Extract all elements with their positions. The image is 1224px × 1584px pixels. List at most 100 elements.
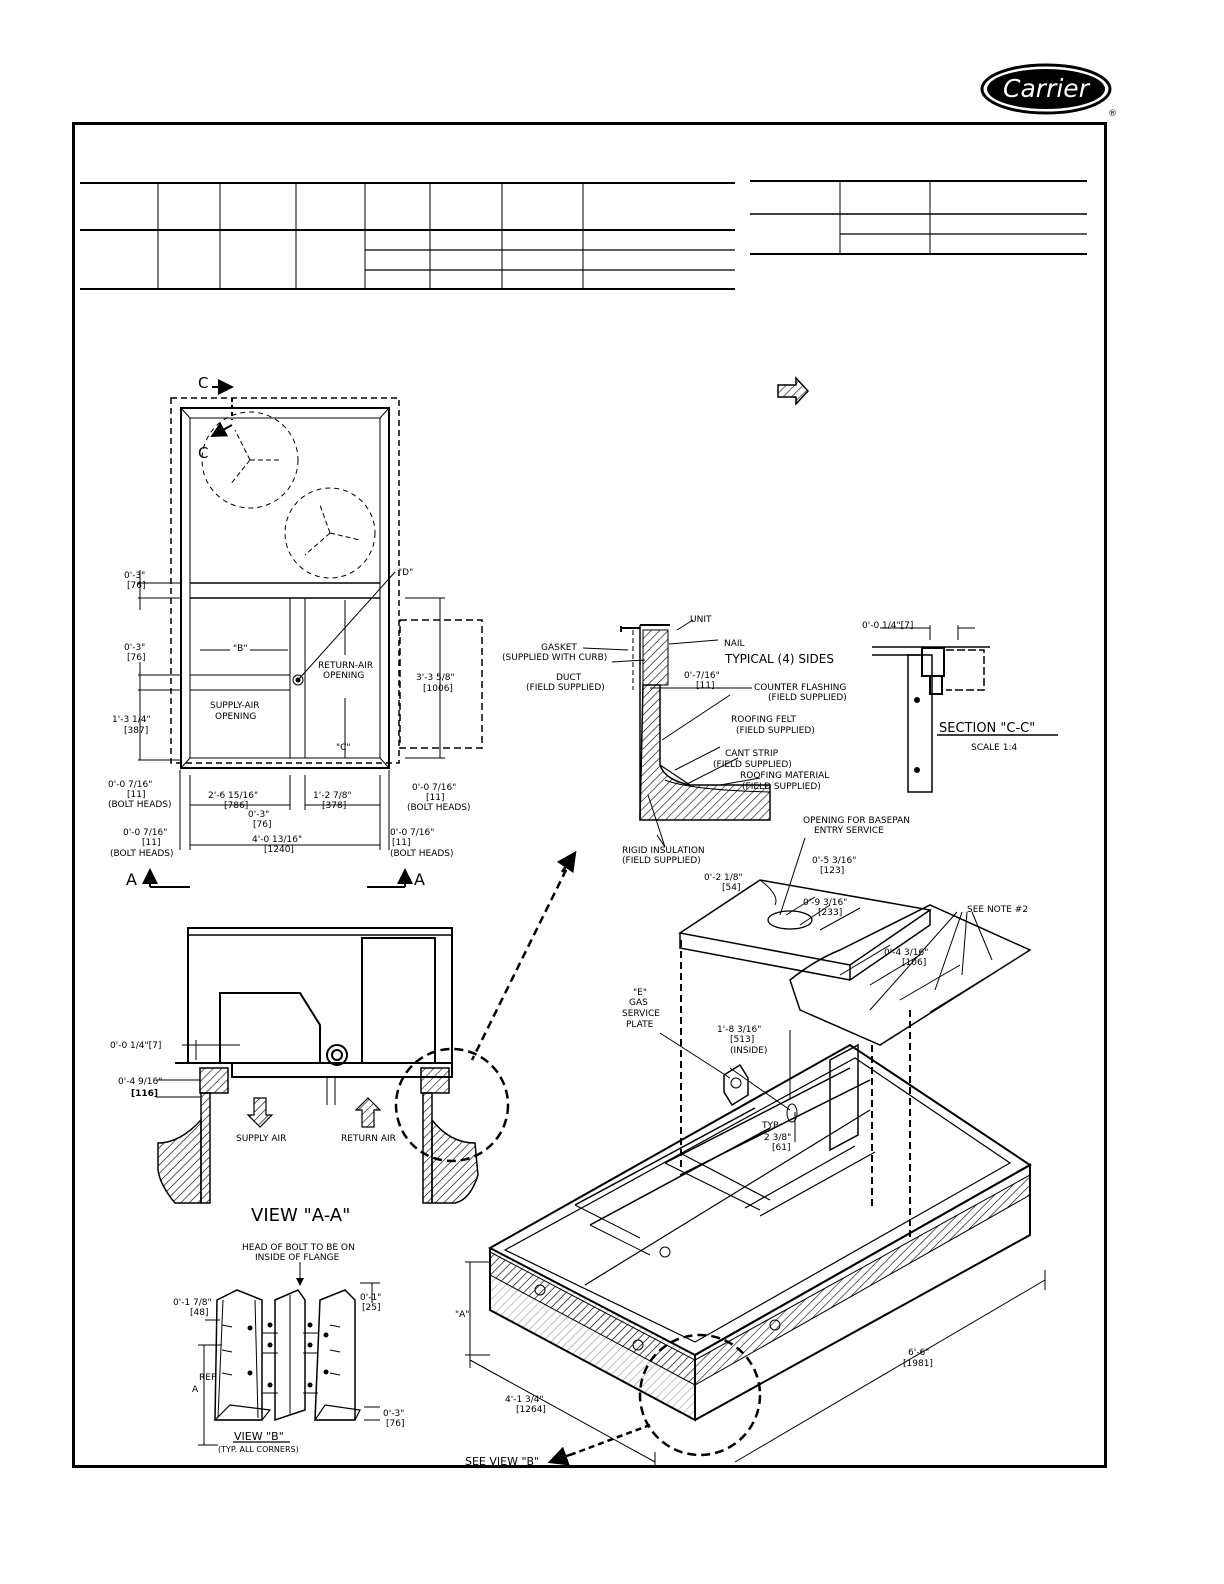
svg-text:(FIELD SUPPLIED): (FIELD SUPPLIED)	[736, 726, 815, 736]
svg-text:[76]: [76]	[253, 820, 271, 830]
svg-text:0'-0 7/16": 0'-0 7/16"	[123, 828, 167, 838]
svg-text:[106]: [106]	[902, 958, 926, 968]
dimension-table	[80, 182, 735, 290]
svg-text:PLATE: PLATE	[626, 1020, 654, 1030]
svg-text:[378]: [378]	[322, 801, 346, 811]
svg-text:SEE NOTE #2: SEE NOTE #2	[967, 905, 1028, 915]
svg-text:0'-3": 0'-3"	[124, 643, 145, 653]
isometric-curb	[465, 837, 1046, 1468]
svg-text:"E": "E"	[633, 988, 647, 998]
svg-text:[513]: [513]	[730, 1035, 754, 1045]
svg-text:0'-7/16": 0'-7/16"	[684, 671, 720, 681]
svg-text:[76]: [76]	[386, 1419, 404, 1429]
svg-text:0'-4 3/16": 0'-4 3/16"	[884, 948, 928, 958]
svg-text:(FIELD SUPPLIED): (FIELD SUPPLIED)	[622, 856, 701, 866]
svg-text:[116]: [116]	[131, 1089, 158, 1099]
svg-text:0'-0 7/16": 0'-0 7/16"	[108, 780, 152, 790]
svg-text:0'-3": 0'-3"	[248, 810, 269, 820]
svg-text:CANT STRIP: CANT STRIP	[725, 749, 779, 759]
svg-text:"D": "D"	[398, 568, 413, 578]
svg-text:C: C	[198, 444, 208, 462]
svg-text:1'-2 7/8": 1'-2 7/8"	[313, 791, 352, 801]
svg-text:ROOFING MATERIAL: ROOFING MATERIAL	[740, 771, 829, 781]
view-aa	[156, 927, 510, 1204]
svg-text:[233]: [233]	[818, 908, 842, 918]
svg-text:SECTION "C-C": SECTION "C-C"	[939, 721, 1035, 736]
svg-text:0'-0 7/16": 0'-0 7/16"	[390, 828, 434, 838]
isometric-curb-labels: OPENING FOR BASEPAN ENTRY SERVICE 0'-5 3…	[455, 816, 1028, 1468]
svg-text:"C": "C"	[336, 743, 351, 753]
svg-text:0'-2 1/8": 0'-2 1/8"	[704, 873, 743, 883]
svg-text:(SUPPLIED WITH CURB): (SUPPLIED WITH CURB)	[502, 653, 607, 663]
svg-text:(INSIDE): (INSIDE)	[730, 1046, 767, 1056]
svg-text:REF: REF	[199, 1373, 216, 1383]
svg-text:3'-3 5/8": 3'-3 5/8"	[416, 673, 455, 683]
svg-text:NAIL: NAIL	[724, 639, 745, 649]
svg-text:[11]: [11]	[392, 838, 410, 848]
svg-text:1'-8 3/16": 1'-8 3/16"	[717, 1025, 761, 1035]
svg-text:GASKET: GASKET	[541, 643, 577, 653]
svg-text:(FIELD SUPPLIED): (FIELD SUPPLIED)	[713, 760, 792, 770]
svg-text:0'-5 3/16": 0'-5 3/16"	[812, 856, 856, 866]
svg-text:SCALE 1:4: SCALE 1:4	[971, 743, 1017, 753]
svg-text:ENTRY SERVICE: ENTRY SERVICE	[814, 826, 884, 836]
svg-text:OPENING: OPENING	[215, 712, 256, 722]
svg-text:[48]: [48]	[190, 1308, 208, 1318]
svg-text:TYPICAL (4) SIDES: TYPICAL (4) SIDES	[724, 652, 834, 666]
svg-text:[11]: [11]	[696, 681, 714, 691]
svg-text:0'-1": 0'-1"	[360, 1293, 381, 1303]
svg-text:A: A	[126, 870, 137, 889]
svg-text:"A": "A"	[455, 1310, 469, 1320]
svg-text:OPENING FOR BASEPAN: OPENING FOR BASEPAN	[803, 816, 910, 826]
view-aa-labels: 0'-0 1/4"[7] 0'-4 9/16" [116] SUPPLY AIR…	[110, 1041, 396, 1226]
carrier-logo: Carrier ®	[980, 63, 1117, 119]
svg-text:[1006]: [1006]	[423, 684, 453, 694]
svg-text:0'-0 7/16": 0'-0 7/16"	[412, 783, 456, 793]
svg-text:0'-4 9/16": 0'-4 9/16"	[118, 1077, 162, 1087]
registered-mark: ®	[1108, 109, 1117, 119]
drawing-frame	[72, 122, 1107, 1468]
svg-text:RETURN-AIR: RETURN-AIR	[318, 661, 373, 671]
svg-text:SUPPLY AIR: SUPPLY AIR	[236, 1134, 286, 1144]
svg-text:4'-0 13/16": 4'-0 13/16"	[252, 835, 302, 845]
svg-text:2'-6 15/16": 2'-6 15/16"	[208, 791, 258, 801]
svg-text:(BOLT HEADS): (BOLT HEADS)	[407, 803, 471, 813]
note-arrow-icon	[777, 376, 810, 406]
svg-text:DUCT: DUCT	[556, 673, 582, 683]
svg-text:[786]: [786]	[224, 801, 248, 811]
svg-text:(FIELD SUPPLIED): (FIELD SUPPLIED)	[526, 683, 605, 693]
svg-text:[11]: [11]	[426, 793, 444, 803]
plan-view-labels: C C 0'-3" [76] 0'-3" [76] 1'-3 1/4" [387…	[108, 374, 471, 889]
svg-text:0'-3": 0'-3"	[383, 1409, 404, 1419]
svg-text:[76]: [76]	[127, 581, 145, 591]
svg-text:[25]: [25]	[362, 1303, 380, 1313]
svg-text:6'-6": 6'-6"	[908, 1348, 929, 1358]
svg-text:ROOFING FELT: ROOFING FELT	[731, 715, 796, 725]
svg-text:[11]: [11]	[142, 838, 160, 848]
svg-text:(BOLT HEADS): (BOLT HEADS)	[108, 800, 172, 810]
view-b	[198, 1262, 380, 1446]
svg-text:4'-1 3/4": 4'-1 3/4"	[505, 1395, 544, 1405]
svg-text:(TYP. ALL CORNERS): (TYP. ALL CORNERS)	[218, 1445, 299, 1454]
svg-text:SEE VIEW "B": SEE VIEW "B"	[465, 1455, 539, 1468]
svg-text:0'-9 3/16": 0'-9 3/16"	[803, 898, 847, 908]
svg-text:[1981]: [1981]	[903, 1359, 933, 1369]
svg-text:VIEW "A-A": VIEW "A-A"	[251, 1205, 350, 1226]
svg-text:(FIELD SUPPLIED): (FIELD SUPPLIED)	[742, 782, 821, 792]
svg-text:GAS: GAS	[629, 998, 648, 1008]
svg-text:0'-0 1/4"[7]: 0'-0 1/4"[7]	[862, 621, 913, 631]
svg-text:UNIT: UNIT	[690, 615, 712, 625]
typical-curb-detail-labels: UNIT NAIL TYPICAL (4) SIDES GASKET (SUPP…	[502, 615, 847, 866]
svg-text:[54]: [54]	[722, 883, 740, 893]
svg-text:C: C	[198, 374, 208, 392]
svg-text:SUPPLY-AIR: SUPPLY-AIR	[210, 701, 260, 711]
svg-text:A: A	[192, 1385, 199, 1395]
svg-text:0'-3": 0'-3"	[124, 571, 145, 581]
svg-text:[387]: [387]	[124, 726, 148, 736]
plan-view	[138, 379, 483, 888]
svg-text:[11]: [11]	[127, 790, 145, 800]
svg-text:"B": "B"	[233, 644, 247, 654]
typical-curb-detail	[470, 619, 771, 1061]
svg-text:2 3/8": 2 3/8"	[764, 1133, 791, 1143]
